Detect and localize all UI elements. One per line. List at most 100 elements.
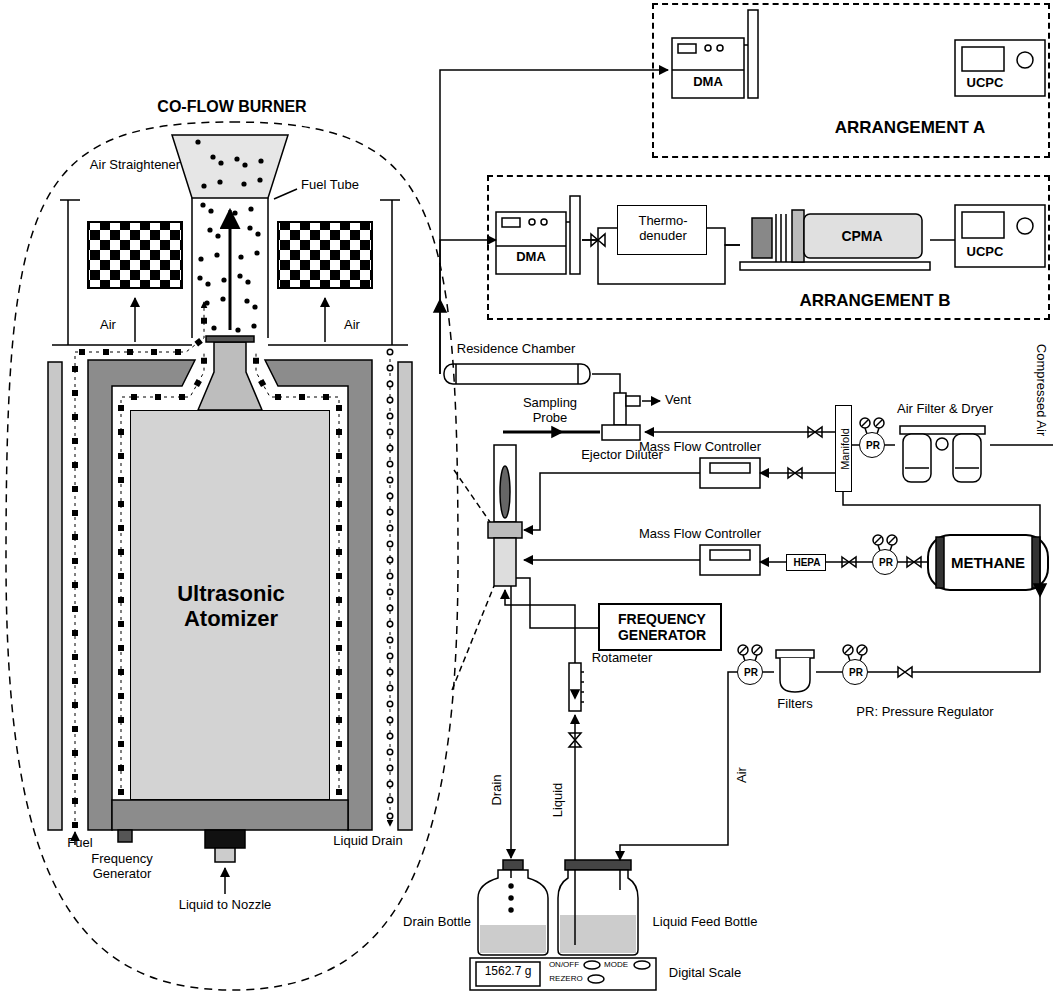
node-text: UCPC (967, 76, 1004, 91)
process-box: Thermo- denuder (617, 205, 707, 255)
burner-cutaway (218, 160, 223, 165)
instrument-symbol (955, 205, 1045, 267)
node-text: Digital Scale (669, 966, 741, 981)
tubing (1034, 584, 1046, 596)
flow-label: Air (344, 318, 360, 333)
flow-label: Liquid (551, 783, 566, 818)
burner-cutaway (200, 202, 205, 207)
instrument-symbol (541, 219, 547, 225)
instrument-symbol (529, 219, 535, 225)
node-text: DMA (516, 250, 546, 265)
equipment-symbol (710, 550, 750, 560)
instrument-symbol (804, 214, 922, 258)
node-text: Residence Chamber (457, 342, 576, 357)
burner-cutaway (88, 222, 182, 288)
flow-line (592, 374, 620, 393)
burner-cutaway (221, 277, 226, 282)
bottle-symbol (565, 860, 631, 870)
pressure-gauge (857, 645, 867, 655)
filter-unit: Air Filter & Dryer (895, 402, 990, 490)
node-text: CPMA (841, 228, 882, 244)
flow-label: Fuel (67, 836, 92, 851)
equipment-symbol (905, 467, 979, 469)
flow-line (760, 472, 835, 474)
node-text: MODE (604, 960, 628, 969)
chamber-symbol (614, 393, 626, 425)
instrument-symbol (1017, 52, 1033, 68)
burner-cutaway (211, 325, 216, 330)
burner-cutaway (248, 206, 253, 211)
flow-controller: Mass Flow Controller (640, 440, 760, 490)
instrument-symbol (752, 218, 772, 258)
bottle-symbol (558, 870, 638, 955)
pressure-gauge (738, 645, 748, 655)
pressure-gauge (740, 647, 746, 653)
burner-cutaway (232, 210, 237, 215)
flow-line (852, 444, 859, 446)
tubing (524, 559, 700, 561)
scale-symbol (470, 958, 656, 990)
pressure-regulator: PR (859, 432, 885, 458)
burner-cutaway (215, 848, 235, 862)
flow-label: Compressed Air (1034, 344, 1049, 436)
node-text: ARRANGEMENT B (799, 291, 950, 311)
flow-controller: Mass Flow Controller (640, 527, 760, 577)
equipment-symbol (571, 690, 579, 698)
pressure-regulator: PR (872, 549, 898, 575)
instrument-symbol (740, 262, 930, 270)
node-text: Mass Flow Controller (639, 527, 761, 542)
arrangement-region: ARRANGEMENT BDMAThermo- denuderCPMAUCPC (487, 175, 1050, 320)
burner-cutaway (201, 183, 206, 188)
flow-line (620, 672, 737, 860)
equipment-symbol (581, 672, 584, 702)
pressure-gauge (875, 537, 881, 543)
node-text: Thermo- denuder (623, 214, 703, 244)
pressure-gauge (889, 537, 895, 543)
equipment-symbol (710, 463, 750, 473)
scale-symbol (584, 961, 600, 969)
bottle-symbol (575, 870, 620, 945)
burner-cutaway (205, 281, 210, 286)
node-text: Manifold (838, 428, 851, 470)
equipment-symbol (936, 537, 944, 588)
equipment-symbol (928, 535, 1048, 590)
tubing (524, 473, 700, 530)
burner-cutaway (234, 156, 239, 161)
burner-cutaway (195, 139, 200, 144)
burner-cutaway (244, 298, 249, 303)
bottle-symbol (509, 908, 513, 912)
node-text: Mass Flow Controller (639, 440, 761, 455)
bottle: Drain Bottle (478, 860, 548, 955)
instrument-symbol (1017, 218, 1033, 234)
burner-cutaway (198, 256, 203, 261)
instrument-symbol (672, 45, 748, 70)
node-text: Rotameter (592, 651, 653, 666)
node-text: ARRANGEMENT A (835, 118, 985, 138)
flow-label: Air (735, 767, 750, 783)
flow-label: Vent (665, 393, 691, 408)
scale-symbol (588, 975, 604, 983)
burner-symbol (494, 445, 516, 522)
flow-line (826, 561, 872, 563)
instrument-symbol (496, 212, 566, 274)
atomizer-block: Ultrasonic Atomizer (130, 410, 330, 800)
bottle: Liquid Feed Bottle (558, 860, 638, 955)
flow-line (885, 444, 895, 446)
pressure-gauge (843, 645, 853, 655)
instrument-symbol (502, 218, 520, 227)
burner-cutaway (324, 298, 326, 342)
burner-cutaway (217, 179, 222, 184)
instrument-symbol (705, 45, 711, 51)
instrument-symbol (962, 47, 1004, 71)
node-text: FREQUENCY GENERATOR (605, 611, 719, 643)
chamber-symbol (434, 300, 660, 440)
pressure-gauge (738, 418, 897, 661)
bottle-symbol (480, 925, 546, 953)
pressure-gauge (876, 420, 882, 426)
flow-label: Liquid to Nozzle (179, 898, 272, 913)
manifold: Manifold (835, 405, 852, 492)
digital-scale: 1562.7 gON/OFFMODEREZERODigital Scale (470, 958, 656, 990)
burner-cutaway (247, 225, 252, 230)
equipment-symbol (1032, 537, 1040, 588)
flow-line (645, 431, 835, 433)
